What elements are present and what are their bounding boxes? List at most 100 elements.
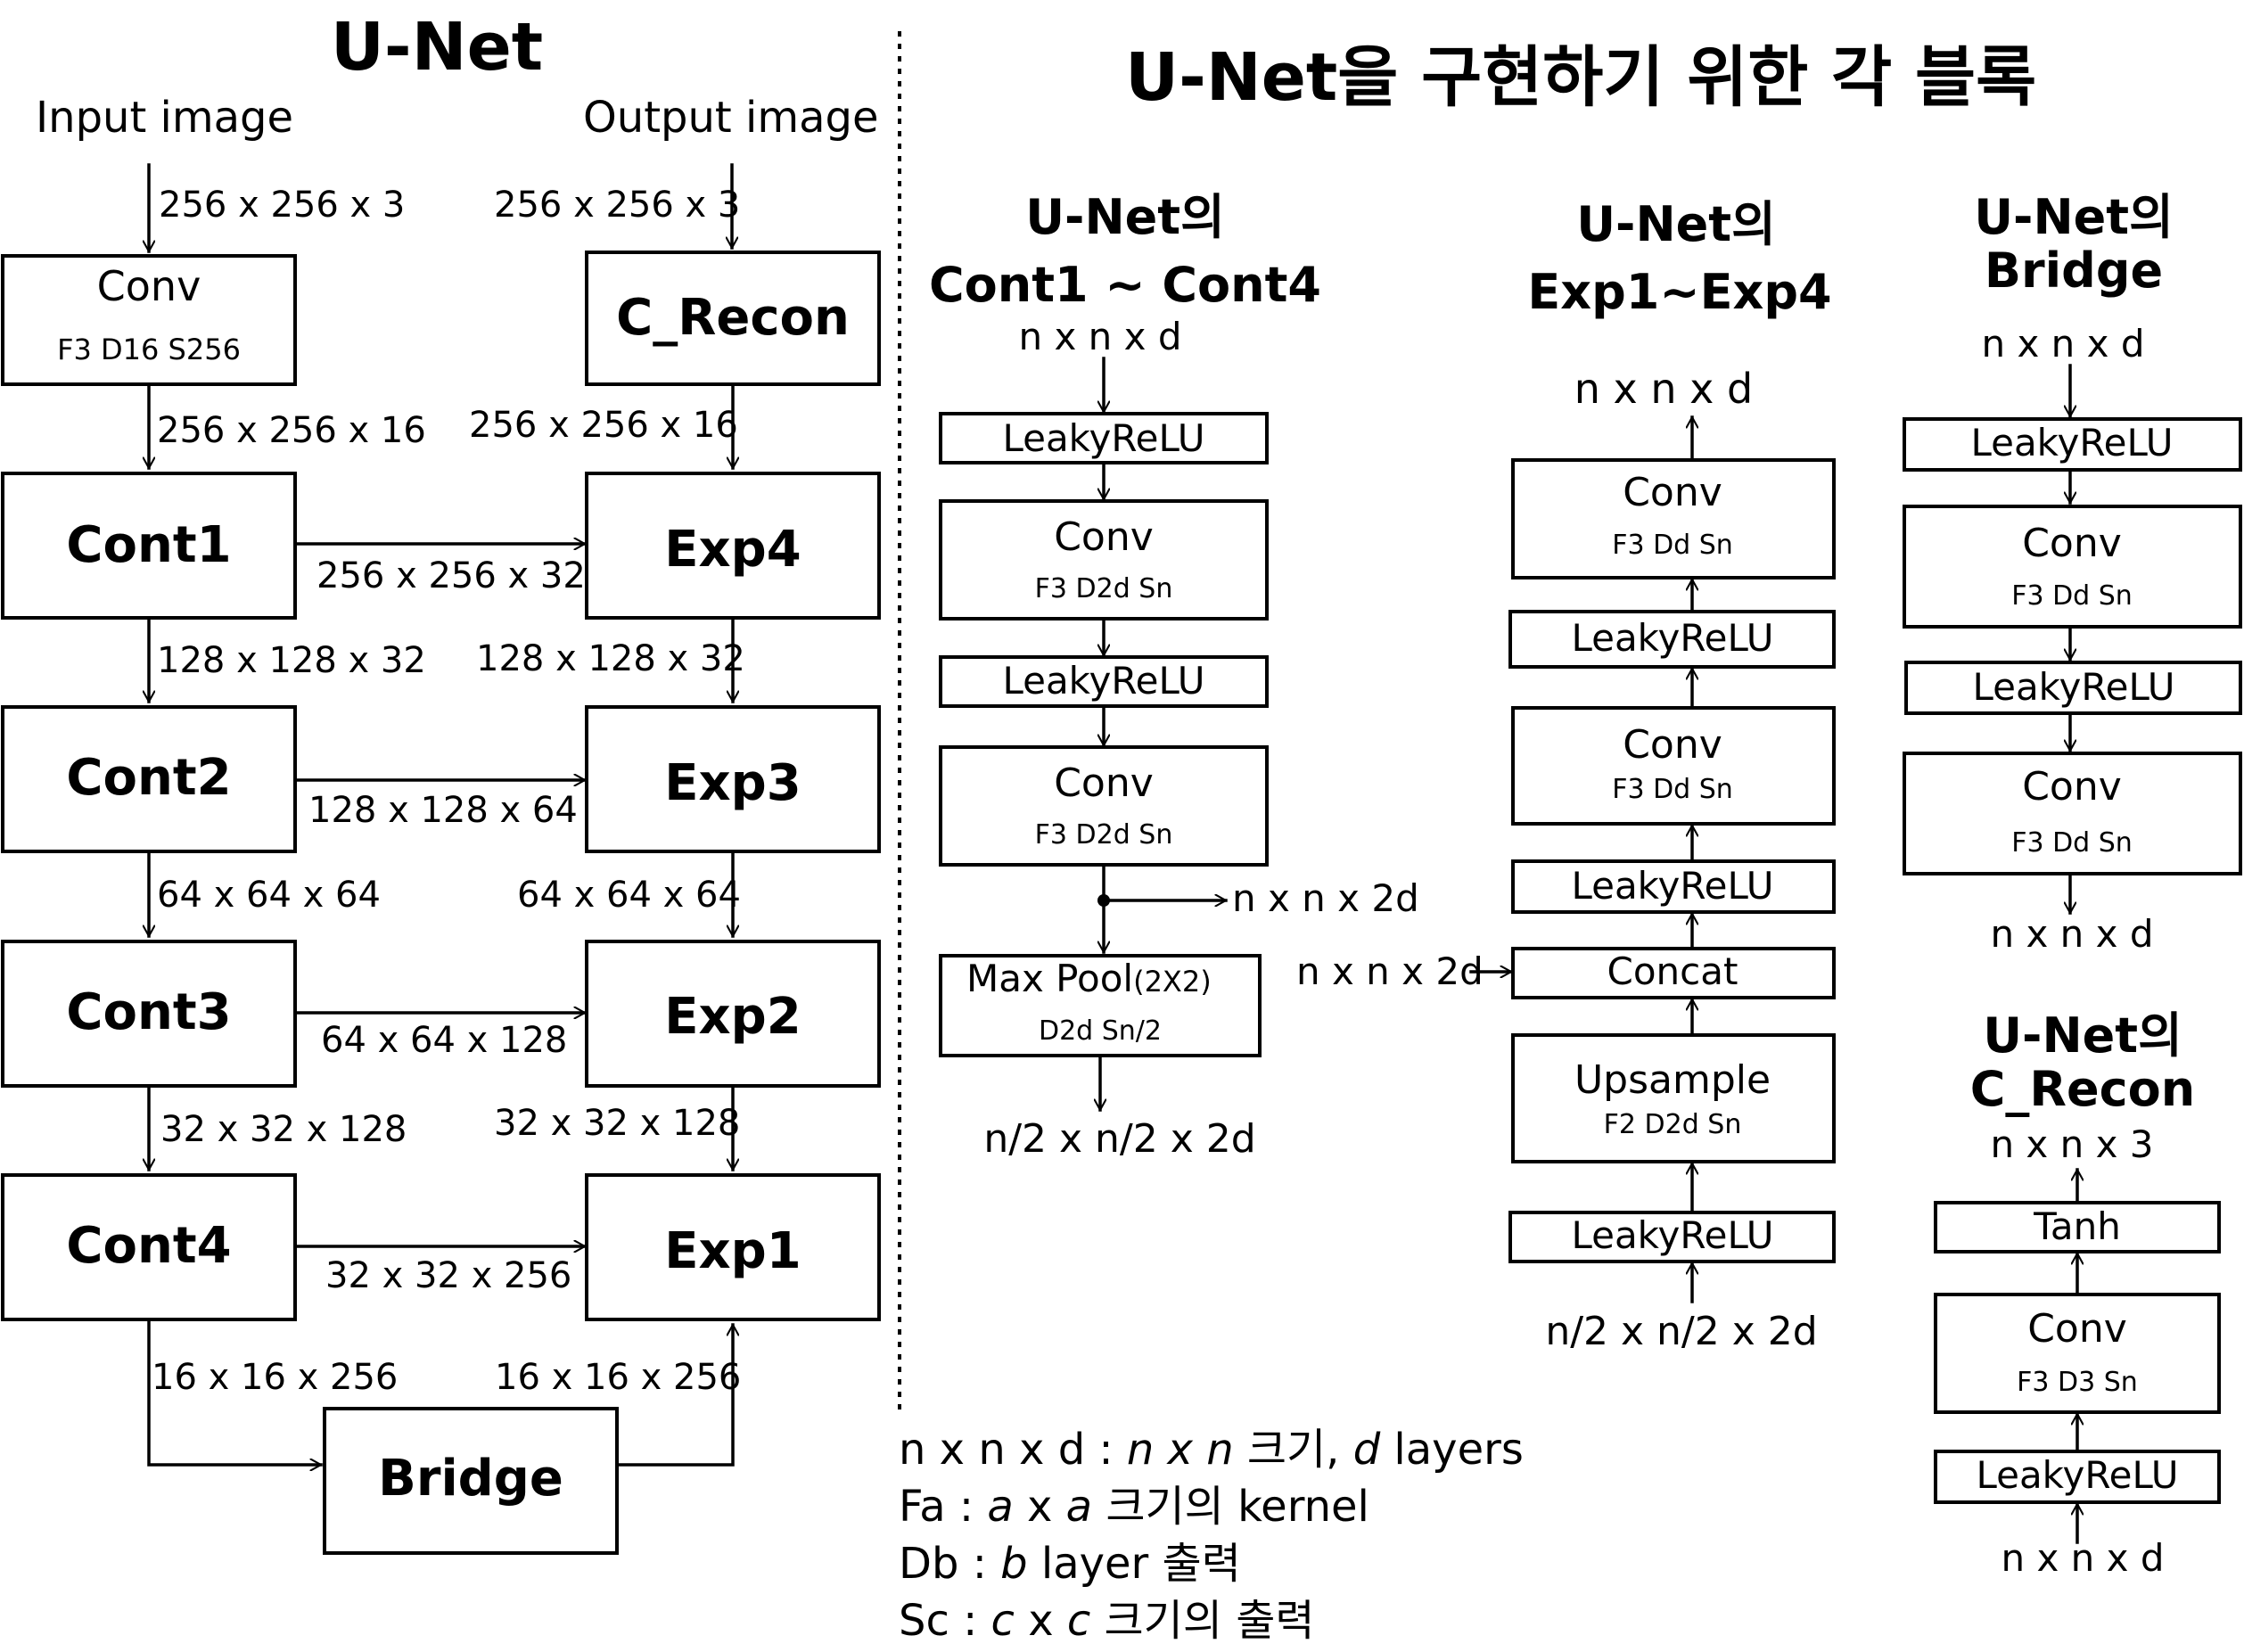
bridge-block-title2: Bridge bbox=[1985, 242, 2163, 299]
bridge-block-conv1-label: Conv bbox=[2022, 521, 2122, 566]
dim-bridge-out: 16 x 16 x 256 bbox=[495, 1357, 741, 1398]
conv-box bbox=[1, 254, 297, 386]
legend-2-rest: x bbox=[1014, 1482, 1066, 1532]
cont-block: U-Net의 Cont1 ~ Cont4 n x n x d LeakyReLU… bbox=[929, 189, 1419, 1162]
cont-block-in: n x n x d bbox=[1018, 315, 1181, 358]
legend-3-italic: b bbox=[1000, 1539, 1027, 1589]
bridge-block-conv1-sub: F3 Dd Sn bbox=[2011, 580, 2133, 612]
blocks-title: U-Net을 구현하기 위한 각 블록 bbox=[1125, 39, 2036, 116]
legend-2-italic: a bbox=[987, 1482, 1013, 1532]
legend-2-sep: : bbox=[946, 1482, 988, 1532]
legend-1-rest2: layers bbox=[1380, 1425, 1524, 1475]
dim-skip4: 32 x 32 x 256 bbox=[325, 1255, 571, 1296]
dim-skip3: 64 x 64 x 128 bbox=[321, 1020, 567, 1061]
bridge-block-title1: U-Net의 bbox=[1974, 189, 2174, 245]
exp-block-leaky2 bbox=[1511, 859, 1836, 914]
legend-1-italic2: d bbox=[1353, 1425, 1381, 1475]
dim-e3-out: 128 x 128 x 32 bbox=[476, 638, 745, 679]
exp-block-conv1-label: Conv bbox=[1623, 470, 1722, 515]
cont-block-leaky2-label: LeakyReLU bbox=[1002, 659, 1204, 703]
exp-block-in: n/2 x n/2 x 2d bbox=[1545, 1309, 1817, 1354]
cont-block-title1: U-Net의 bbox=[1025, 189, 1225, 245]
output-image-label: Output image bbox=[583, 93, 879, 143]
bridge-block-conv2 bbox=[1903, 752, 2242, 875]
cont2-box bbox=[1, 705, 297, 853]
legend-4-rest: x bbox=[1015, 1596, 1067, 1646]
recon-block-title1: U-Net의 bbox=[1983, 1007, 2182, 1064]
legend-line-1: n x n x d : n x n 크기, d layers bbox=[899, 1425, 1524, 1475]
legend-line-4: Sc : c x c 크기의 출력 bbox=[899, 1596, 1315, 1646]
exp-block-conv2-sub: F3 Dd Sn bbox=[1612, 774, 1733, 805]
conv-box-label: Conv bbox=[97, 262, 201, 310]
c-recon-label: C_Recon bbox=[616, 289, 850, 347]
cont-block-conv1-label: Conv bbox=[1054, 514, 1154, 560]
exp-block-title1: U-Net의 bbox=[1576, 196, 1776, 252]
cont-block-out: n/2 x n/2 x 2d bbox=[983, 1116, 1255, 1162]
legend-2-italic2: a bbox=[1066, 1482, 1092, 1532]
dim-skip1: 256 x 256 x 32 bbox=[316, 555, 586, 596]
recon-block-in: n x n x d bbox=[2001, 1536, 2164, 1580]
c-recon-box bbox=[585, 251, 881, 386]
cont-block-leaky1 bbox=[939, 412, 1269, 464]
dim-e2-out: 64 x 64 x 64 bbox=[517, 875, 741, 916]
input-image-label: Input image bbox=[36, 93, 293, 143]
exp1-label: Exp1 bbox=[664, 1222, 801, 1280]
recon-block-tanh bbox=[1934, 1201, 2221, 1253]
exp4-label: Exp4 bbox=[664, 521, 801, 579]
recon-block-leaky bbox=[1934, 1450, 2221, 1504]
cont-block-conv1-sub: F3 D2d Sn bbox=[1035, 573, 1173, 604]
cont2-label: Cont2 bbox=[66, 749, 231, 807]
exp-block-conv2-label: Conv bbox=[1623, 722, 1722, 768]
legend-3-key: Db bbox=[899, 1539, 958, 1589]
cont-block-skip: n x n x 2d bbox=[1232, 876, 1419, 920]
recon-block-title2: C_Recon bbox=[1970, 1061, 2195, 1117]
bridge-block-leaky1-label: LeakyReLU bbox=[1970, 421, 2173, 464]
legend-4-italic2: c bbox=[1067, 1596, 1090, 1646]
exp-block-concat-label: Concat bbox=[1607, 949, 1738, 993]
bridge-label: Bridge bbox=[378, 1450, 563, 1508]
legend-4-sep: : bbox=[949, 1596, 991, 1646]
cont2-row: Cont2 Exp3 128 x 128 x 64 bbox=[1, 705, 881, 853]
legend-4-italic: c bbox=[991, 1596, 1015, 1646]
dim-c3-out: 32 x 32 x 128 bbox=[160, 1109, 407, 1150]
dim-output: 256 x 256 x 3 bbox=[494, 185, 740, 226]
legend-3-sep: : bbox=[958, 1539, 1000, 1589]
legend-2-key: Fa bbox=[899, 1482, 946, 1532]
cont-block-conv2 bbox=[939, 745, 1269, 867]
exp-block-leaky3-label: LeakyReLU bbox=[1571, 1213, 1773, 1257]
exp-block-title2: Exp1~Exp4 bbox=[1527, 264, 1831, 320]
exp-block-leaky1-label: LeakyReLU bbox=[1571, 616, 1773, 660]
exp-block-conv1 bbox=[1511, 458, 1836, 579]
bridge-block-conv2-sub: F3 Dd Sn bbox=[2011, 827, 2133, 859]
recon-block-tanh-label: Tanh bbox=[2033, 1204, 2121, 1248]
exp-block-leaky3 bbox=[1508, 1211, 1836, 1263]
cont4-label: Cont4 bbox=[66, 1217, 231, 1275]
recon-block: U-Net의 C_Recon n x n x 3 Tanh Conv F3 D3… bbox=[1934, 1007, 2221, 1580]
bridge-box bbox=[323, 1407, 619, 1555]
legend-4-key: Sc bbox=[899, 1596, 949, 1646]
exp-block-conv1-sub: F3 Dd Sn bbox=[1612, 530, 1733, 561]
cont4-box bbox=[1, 1173, 297, 1321]
exp-block-upsample-sub: F2 D2d Sn bbox=[1604, 1109, 1742, 1140]
cont-block-pool-label-small: (2X2) bbox=[1133, 965, 1212, 999]
bridge-to-exp1-arrow bbox=[615, 1323, 733, 1467]
legend-3-rest: layer 출력 bbox=[1028, 1539, 1241, 1589]
cont4-row: Cont4 Exp1 32 x 32 x 256 bbox=[1, 1173, 881, 1321]
cont-block-pool-sub: D2d Sn/2 bbox=[1039, 1015, 1162, 1047]
cont-block-conv2-sub: F3 D2d Sn bbox=[1035, 819, 1173, 851]
exp1-box bbox=[585, 1173, 881, 1321]
bridge-block-leaky2-label: LeakyReLU bbox=[1972, 665, 2174, 709]
unet-title: U-Net bbox=[331, 9, 543, 86]
legend-1-italic: n x n bbox=[1127, 1425, 1234, 1475]
exp-block-leaky1 bbox=[1508, 610, 1836, 669]
cont1-row: Cont1 Exp4 256 x 256 x 32 bbox=[1, 472, 881, 620]
dim-conv-out: 256 x 256 x 16 bbox=[157, 410, 426, 451]
cont-block-conv1 bbox=[939, 499, 1269, 621]
bridge-block-leaky1 bbox=[1903, 417, 2242, 472]
cont4-to-bridge-arrow bbox=[147, 1318, 323, 1465]
recon-block-conv-label: Conv bbox=[2027, 1306, 2127, 1352]
legend-4-rest2: 크기의 출력 bbox=[1090, 1596, 1314, 1646]
cont3-box bbox=[1, 940, 297, 1088]
exp2-label: Exp2 bbox=[664, 988, 801, 1046]
